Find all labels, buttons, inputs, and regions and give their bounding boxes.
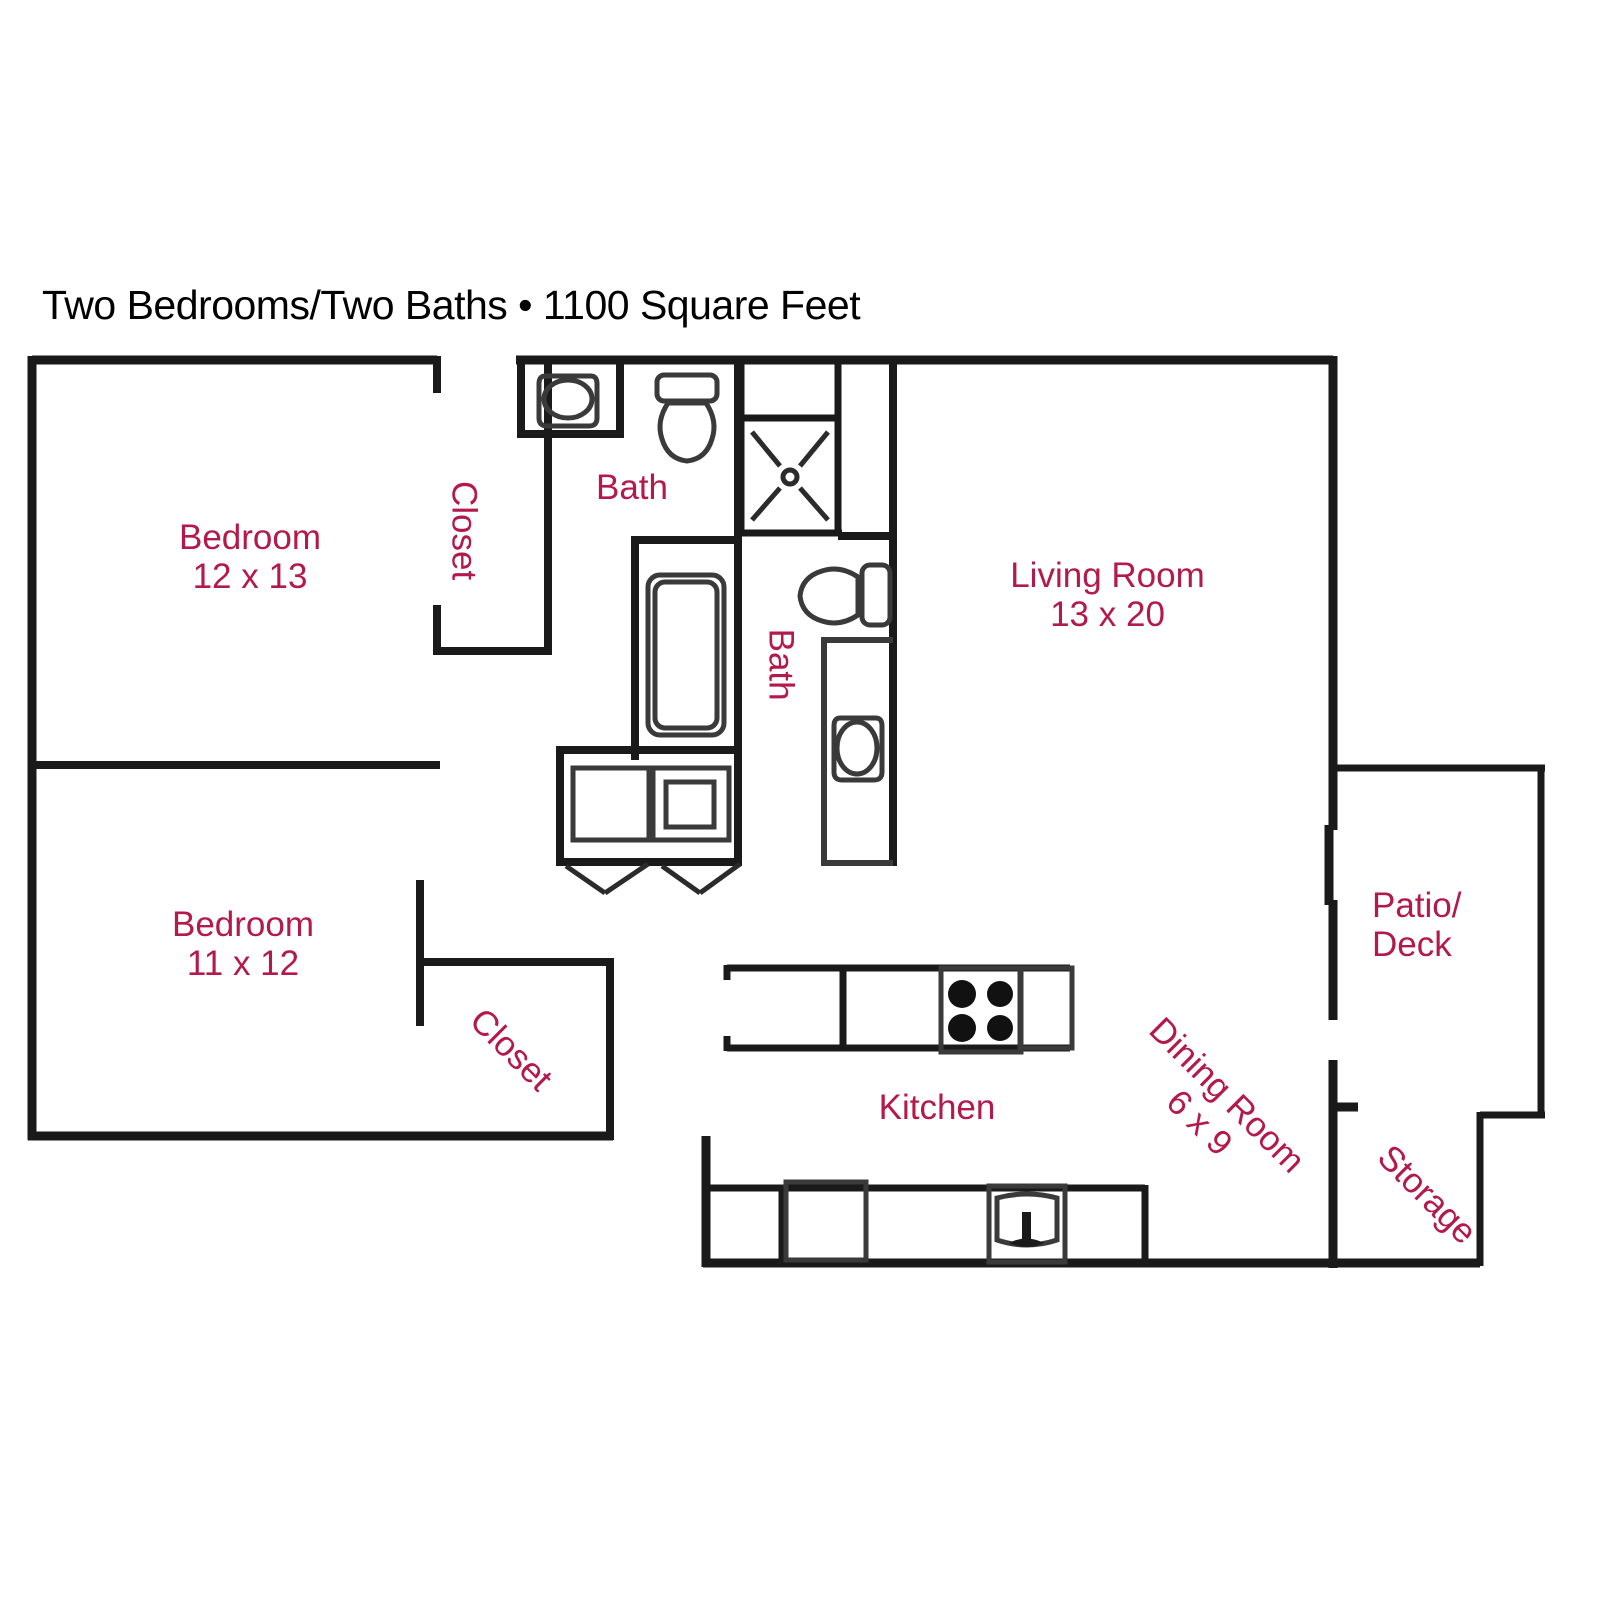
- room-label-bedroom-2: Bedroom 11 x 12: [128, 905, 358, 983]
- bath1-bathtub-icon: [645, 572, 727, 738]
- door-openings: [1324, 825, 1358, 1112]
- kitchen-upper-counter-right: [1017, 965, 1075, 1051]
- shower-drain-x: [750, 430, 830, 522]
- room-label-kitchen: Kitchen: [862, 1088, 1012, 1127]
- kitchen-lower-counter: [706, 1184, 1149, 1267]
- patio-walls: [1333, 764, 1545, 1266]
- shower-drain-icon: [780, 467, 800, 487]
- room-label-closet-1: Closet: [444, 466, 484, 596]
- living-room-dims: 13 x 20: [1050, 595, 1165, 635]
- patio-deck-line-1: Patio/: [1372, 886, 1462, 925]
- shower-stall-walls: [737, 356, 893, 537]
- bedroom-2-dims: 11 x 12: [186, 944, 300, 984]
- bedroom-1-dims: 12 x 13: [192, 557, 308, 597]
- kitchen-faucet-icon: [1009, 1212, 1044, 1247]
- laundry-bifold-doors: [564, 861, 742, 896]
- hall-living-divider: [838, 356, 897, 866]
- closet-1-name: Closet: [444, 480, 484, 581]
- room-label-patio-deck: Patio/ Deck: [1372, 886, 1502, 964]
- bath2-vanity-sink-icon: [831, 715, 885, 783]
- room-label-bath-1: Bath: [584, 468, 680, 507]
- kitchen-dishwasher-icon: [783, 1179, 869, 1263]
- bath-2-name: Bath: [761, 628, 801, 701]
- bath1-vanity-sink-icon: [536, 373, 600, 429]
- washer-icon: [570, 765, 652, 843]
- room-label-bath-2: Bath: [761, 617, 801, 713]
- patio-deck-line-2: Deck: [1372, 925, 1452, 965]
- room-label-bedroom-1: Bedroom 12 x 13: [135, 518, 365, 596]
- bath-1-name: Bath: [596, 468, 668, 507]
- kitchen-name: Kitchen: [878, 1088, 996, 1127]
- living-room-name: Living Room: [1010, 556, 1205, 595]
- kitchen-sink-icon: [986, 1183, 1068, 1265]
- page-title: Two Bedrooms/Two Baths • 1100 Square Fee…: [42, 282, 861, 328]
- bedroom-1-name: Bedroom: [178, 518, 322, 557]
- cooktop-burners-icon: [948, 980, 1013, 1042]
- dryer-icon: [650, 765, 732, 843]
- bedroom-2-name: Bedroom: [171, 905, 315, 944]
- kitchen-cooktop-icon: [938, 965, 1024, 1055]
- room-label-living-room: Living Room 13 x 20: [985, 556, 1230, 634]
- laundry-closet: [556, 746, 742, 866]
- bath2-toilet-icon: [797, 562, 893, 628]
- bath2-walls: [821, 637, 893, 866]
- interior-walls: [32, 356, 614, 1140]
- bath1-toilet-icon: [654, 372, 720, 464]
